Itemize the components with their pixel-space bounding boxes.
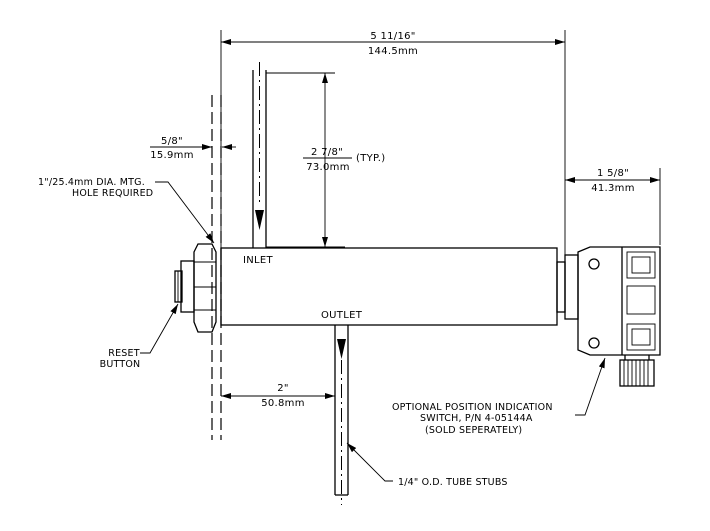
outlet-offset-frac: 2" (277, 383, 289, 394)
reset-button-label-line2: BUTTON (100, 359, 141, 370)
mounting-hole-label-line2: HOLE REQUIRED (72, 188, 153, 199)
tube-length-note: (TYP.) (356, 153, 385, 164)
mounting-nut (193, 243, 217, 333)
tube-length-frac: 2 7/8" (311, 147, 343, 158)
outlet-offset-mm: 50.8mm (261, 398, 305, 409)
switch-length-mm: 41.3mm (591, 183, 635, 194)
switch-length-frac: 1 5/8" (597, 168, 629, 179)
tube-length-mm: 73.0mm (306, 162, 350, 173)
outlet-tube (334, 325, 349, 505)
switch-label-line2: SWITCH, P/N 4-05144A (420, 413, 533, 424)
reset-button-label-line1: RESET (108, 348, 139, 359)
mounting-hole-callout: 1"/25.4mm DIA. MTG. HOLE REQUIRED (38, 177, 215, 244)
reset-button-callout: RESET BUTTON (100, 303, 179, 370)
switch-label-line3: (SOLD SEPERATELY) (425, 425, 522, 436)
overall-length-dimension: 5 11/16" 144.5mm (220, 30, 566, 255)
panel-thickness-dimension: 5/8" 15.9mm (150, 136, 236, 161)
panel-thickness-frac: 5/8" (161, 136, 183, 147)
switch-length-dimension: 1 5/8" 41.3mm (565, 168, 661, 245)
overall-length-mm: 144.5mm (368, 46, 418, 57)
panel-thickness-mm: 15.9mm (150, 150, 194, 161)
position-switch (556, 246, 661, 387)
overall-length-frac: 5 11/16" (370, 31, 415, 42)
inlet-tube (252, 62, 267, 248)
switch-callout: OPTIONAL POSITION INDICATION SWITCH, P/N… (392, 357, 606, 436)
outlet-offset-dimension: 2" 50.8mm (221, 383, 335, 409)
tube-length-dimension: 2 7/8" 73.0mm (TYP.) (266, 72, 385, 248)
switch-label-line1: OPTIONAL POSITION INDICATION (392, 402, 553, 413)
mounting-hole-label-line1: 1"/25.4mm DIA. MTG. (38, 177, 145, 188)
outlet-label: OUTLET (321, 310, 363, 321)
inlet-label: INLET (243, 255, 274, 266)
tube-stubs-callout: 1/4" O.D. TUBE STUBS (346, 442, 508, 488)
tube-stubs-label: 1/4" O.D. TUBE STUBS (398, 477, 508, 488)
reset-button (174, 260, 195, 313)
